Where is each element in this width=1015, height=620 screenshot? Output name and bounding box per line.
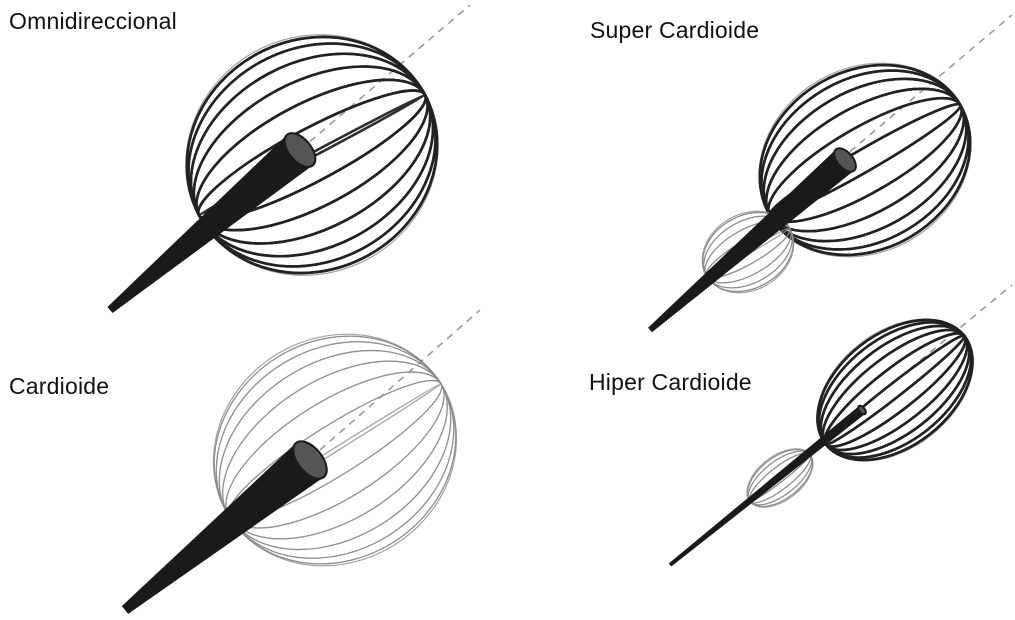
cardioid-pattern <box>122 289 501 614</box>
supercardioid-pattern <box>648 15 1012 332</box>
front-lobe-meridian <box>735 45 994 274</box>
pattern-meridian <box>183 310 488 591</box>
microphone-body <box>669 406 865 566</box>
on-axis-line <box>300 5 470 150</box>
cardioid-label: Cardioide <box>9 373 109 400</box>
front-lobe-meridian <box>791 291 999 488</box>
front-lobe-meridian <box>821 330 968 449</box>
microphone-body <box>122 443 324 614</box>
on-axis-line <box>840 15 1012 160</box>
front-lobe-meridian <box>791 291 999 488</box>
front-lobe-meridian <box>729 34 1001 285</box>
pattern-meridian <box>183 310 488 591</box>
front-lobe-meridian <box>821 330 968 449</box>
pattern-meridian <box>171 291 499 609</box>
hypercardioid-label: Hiper Cardioide <box>589 369 752 396</box>
front-lobe-meridian <box>735 45 994 274</box>
pattern-meridian <box>171 291 499 609</box>
hypercardioid-pattern <box>669 285 1012 567</box>
front-lobe-meridian <box>790 290 1000 490</box>
supercardioid-label: Super Cardioide <box>590 17 759 44</box>
omnidirectional-pattern <box>107 0 480 319</box>
front-lobe-meridian <box>725 28 1005 293</box>
front-lobe-meridian <box>729 34 1001 285</box>
omnidirectional-label: Omnidireccional <box>9 8 177 35</box>
pattern-meridian <box>176 298 495 602</box>
